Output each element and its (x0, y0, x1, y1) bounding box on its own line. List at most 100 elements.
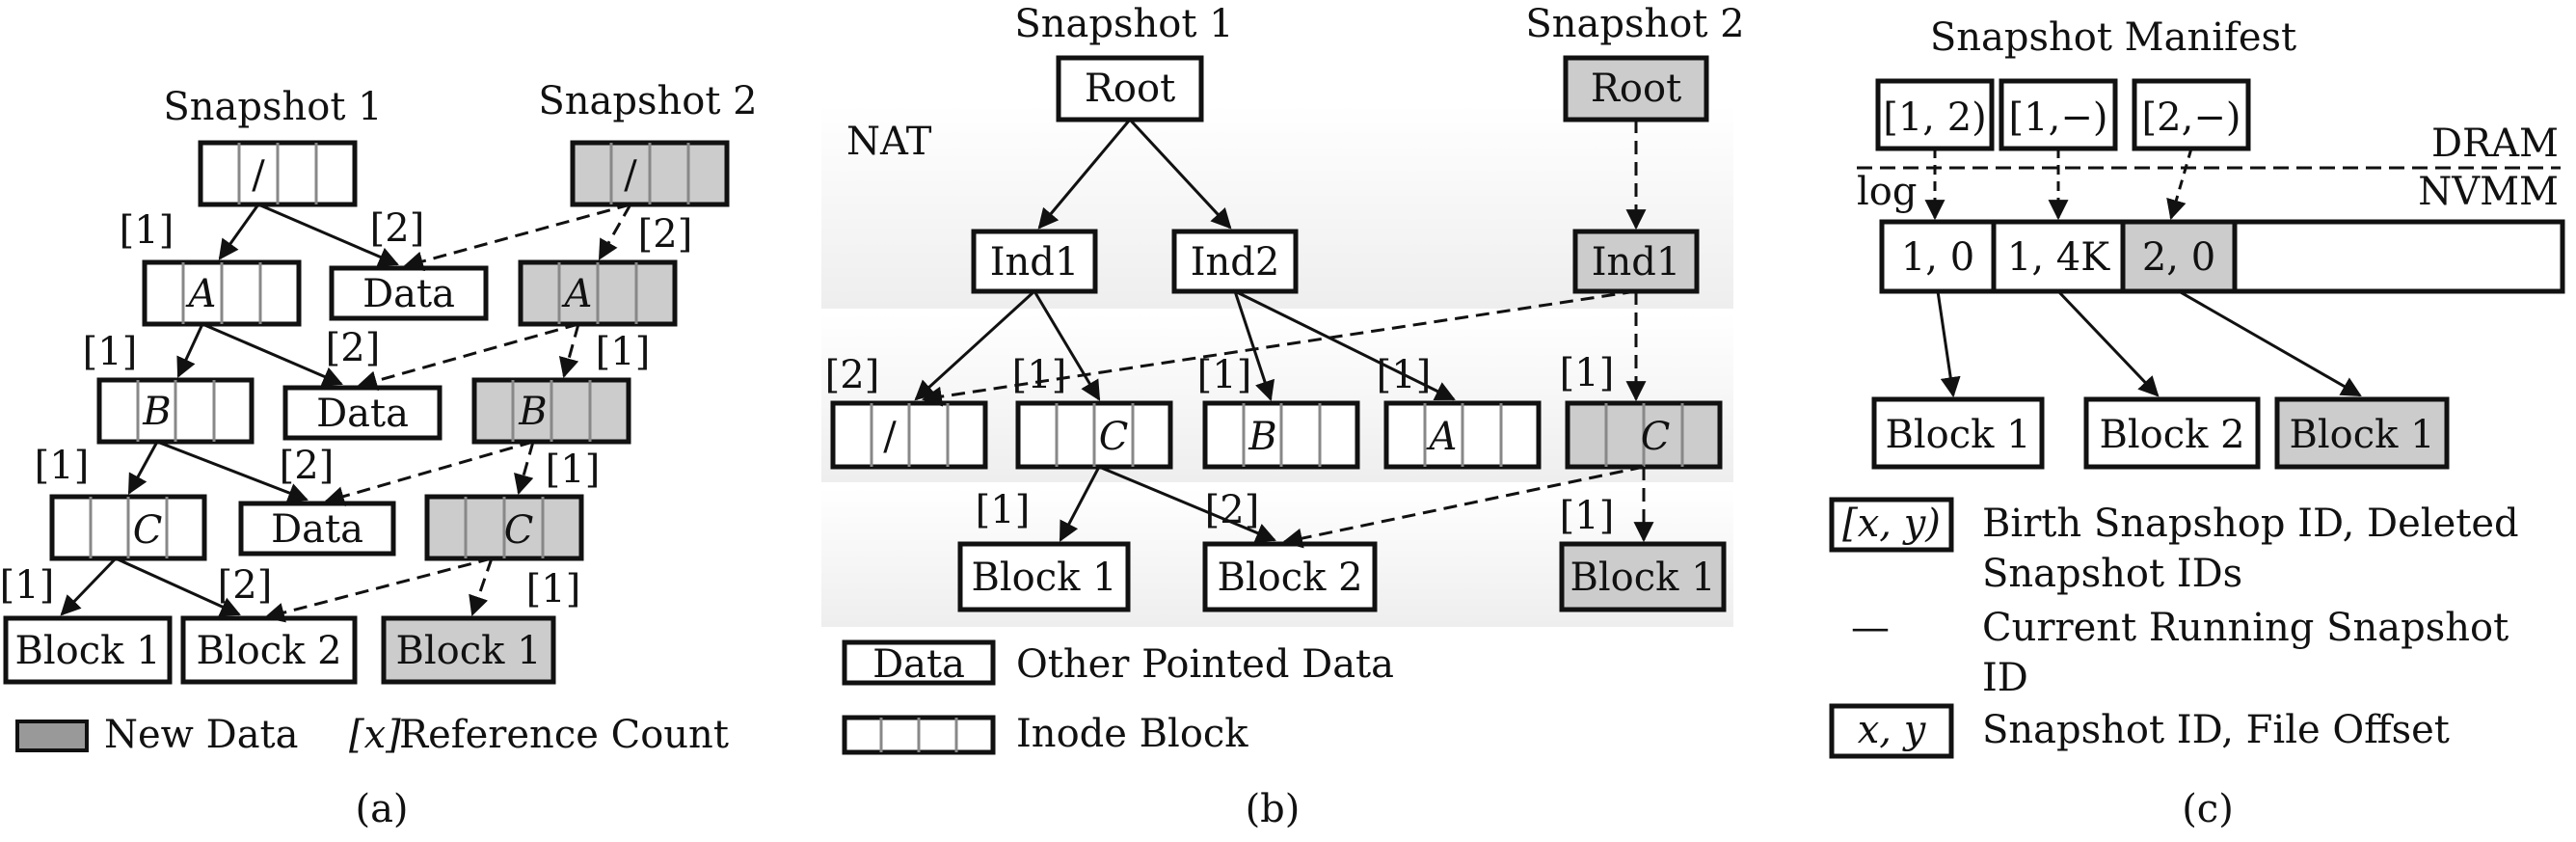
a-inode-a-label-s2: A (561, 272, 593, 316)
b-block-1-s1-label: Block 1 (971, 556, 1116, 600)
a-inode-c-label-s2: C (504, 508, 534, 553)
b-legend-inode-label: Inode Block (1016, 712, 1248, 756)
a-ref-b1: [1] (83, 330, 138, 374)
c-manifest-entry-3: [2,−) (2132, 78, 2251, 151)
a-ref-d3: [2] (280, 444, 335, 488)
c-caption: (c) (2182, 787, 2234, 831)
a-ref-blk2: [2] (218, 563, 273, 608)
c-block-1: Block 1 (1871, 396, 2045, 470)
a-block-2-label: Block 2 (196, 629, 341, 673)
c-manifest-entry-2: [1,−) (1999, 78, 2118, 151)
a-ref-a2: [2] (638, 212, 693, 257)
a-inode-c-label-s1: C (133, 508, 163, 553)
b-legend-data: Data Other Pointed Data (842, 639, 1394, 687)
b-inode-c-s1: C (1015, 400, 1173, 470)
a-ref-a1: [1] (120, 208, 174, 253)
b-ind2: Ind2 (1171, 229, 1299, 294)
b-snapshot2-label: Snapshot 2 (1525, 2, 1744, 46)
c-solid-edges (1936, 289, 2362, 398)
a-data-3: Data (238, 501, 396, 557)
c-legend-2-text1: Current Running Snapshot (1982, 606, 2509, 650)
a-solid-edges (60, 203, 399, 616)
b-inode-c-s2: C (1565, 400, 1723, 470)
a-ref-blk1: [1] (0, 563, 54, 608)
a-inode-c-s1: C (49, 494, 207, 561)
a-caption: (a) (355, 787, 408, 831)
c-dram-label: DRAM (2431, 122, 2559, 166)
b-ind1-s1-label: Ind1 (990, 240, 1080, 285)
c-manifest-2-label: [1,−) (2009, 95, 2108, 140)
b-ind1-s2-label: Ind1 (1592, 240, 1681, 285)
a-data-3-label: Data (271, 507, 363, 552)
c-legend-log: x, y Snapshot ID, File Offset (1829, 703, 2450, 759)
a-root-label-s2: / (624, 153, 637, 198)
a-inode-b-label-s2: B (518, 390, 547, 434)
c-legend-3-text1: Snapshot ID, File Offset (1982, 708, 2450, 752)
b-inode-slash: / (830, 400, 988, 470)
a-block-1-s2-label: Block 1 (395, 629, 541, 673)
a-legend-ref-symbol: [x] (349, 713, 401, 757)
c-block-2: Block 2 (2083, 396, 2261, 470)
a-snapshot2-label: Snapshot 2 (538, 79, 757, 123)
panel-b: Snapshot 1 Snapshot 2 NAT Root Root Ind1… (821, 2, 1745, 831)
b-inode-c-s2-label: C (1641, 415, 1671, 459)
b-ref-3: [1] (1197, 353, 1252, 397)
b-ref-8: [1] (1560, 494, 1615, 538)
a-root-inode-s2: / (570, 140, 730, 207)
a-block-1-s1: Block 1 (3, 615, 173, 685)
b-inode-slash-label: / (883, 415, 897, 459)
c-legend-1-text1: Birth Snapshop ID, Deleted (1982, 502, 2519, 546)
a-inode-a-s2: A (518, 259, 678, 327)
b-inode-c-s1-label: C (1099, 415, 1129, 459)
a-dashed-edges (263, 203, 632, 623)
b-ind2-label: Ind2 (1191, 240, 1280, 285)
c-block-2-label: Block 2 (2099, 413, 2244, 457)
b-root-s2-label: Root (1591, 67, 1681, 111)
b-ind1-s2: Ind1 (1572, 229, 1700, 294)
a-inode-b-s2: B (471, 377, 631, 445)
c-manifest-3-label: [2,−) (2142, 95, 2241, 140)
a-snapshot1-label: Snapshot 1 (163, 85, 382, 129)
a-block-1-s1-label: Block 1 (14, 629, 160, 673)
c-block-3-label: Block 1 (2289, 413, 2434, 457)
a-ref-c1: [1] (35, 444, 90, 488)
c-dashed-edges (1924, 148, 2193, 221)
b-dashed-edges (921, 120, 1654, 549)
b-block-2-label: Block 2 (1217, 556, 1362, 600)
a-data-1-label: Data (362, 272, 455, 316)
a-data-1: Data (329, 265, 489, 321)
b-inode-a: A (1383, 400, 1542, 470)
b-inode-b-label: B (1248, 415, 1276, 459)
c-log: 1, 0 1, 4K 2, 0 (1879, 219, 2565, 294)
b-root-s1: Root (1056, 55, 1204, 122)
a-ref-d2: [2] (326, 326, 381, 370)
c-block-3: Block 1 (2274, 396, 2450, 470)
c-legend-2-symbol: — (1851, 606, 1890, 650)
a-ref-b2: [1] (596, 330, 651, 374)
b-block-1-s2-label: Block 1 (1570, 556, 1715, 600)
a-ref-blk3: [1] (526, 567, 581, 611)
a-data-2: Data (282, 385, 443, 441)
c-log-entry-1: 1, 0 (1901, 235, 1974, 280)
b-ref-6: [1] (976, 488, 1031, 532)
c-log-entry-2: 1, 4K (2007, 235, 2110, 280)
c-legend-manifest: [x, y) Birth Snapshop ID, Deleted Snapsh… (1829, 497, 2519, 596)
a-ref-c2: [1] (546, 448, 601, 492)
c-log-label: log (1857, 170, 1917, 214)
c-nvmm-label: NVMM (2418, 170, 2559, 214)
b-block-1-s1: Block 1 (957, 541, 1131, 612)
b-ref-5: [1] (1560, 351, 1615, 395)
b-ref-1: [2] (825, 353, 880, 397)
a-ref-d1: [2] (370, 206, 425, 251)
a-block-1-s2: Block 1 (381, 615, 556, 685)
c-legend-1-symbol: [x, y) (1842, 502, 1941, 546)
b-ind1-s1: Ind1 (971, 229, 1098, 294)
c-legend-3-symbol: x, y (1858, 708, 1927, 752)
b-ref-7: [2] (1205, 488, 1260, 532)
a-inode-a-label-s1: A (185, 272, 217, 316)
c-manifest-title: Snapshot Manifest (1930, 15, 2296, 60)
c-block-1-label: Block 1 (1885, 413, 2030, 457)
b-inode-a-label: A (1426, 415, 1458, 459)
a-legend-new-label: New Data (104, 713, 298, 757)
